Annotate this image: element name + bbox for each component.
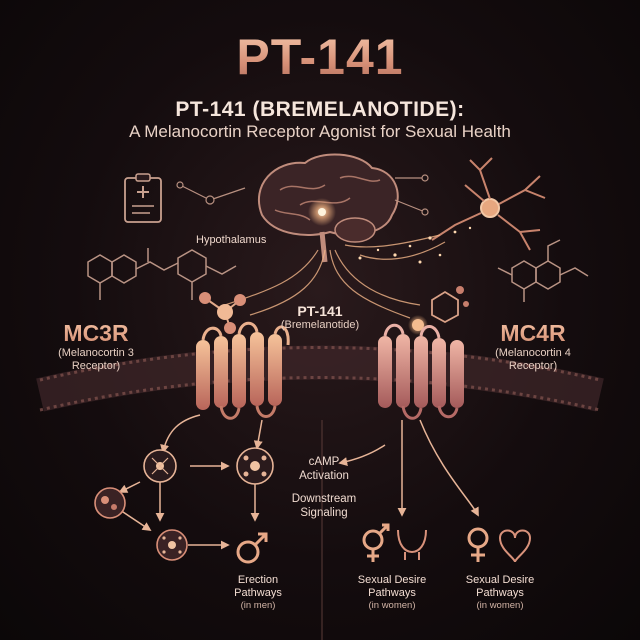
mc3r-desc-line2: Receptor)	[71, 360, 121, 372]
mc4r-name: MC4R	[470, 320, 596, 347]
pathway-title-line1: Sexual Desire	[465, 574, 535, 586]
subtitle-secondary: A Melanocortin Receptor Agonist for Sexu…	[129, 122, 511, 141]
left-chemical-structure	[87, 248, 237, 300]
pathway-audience: (in women)	[476, 600, 524, 611]
pathway-audience: (in women)	[368, 600, 416, 611]
camp-line: cAMP	[308, 456, 340, 468]
pathway-erection: Erection Pathways (in men)	[210, 574, 306, 611]
subtitle-primary: PT-141 (BREMELANOTIDE):	[175, 98, 465, 121]
downstream-signaling-text: Downstream Signaling	[276, 492, 372, 520]
clipboard-icon	[124, 173, 162, 223]
signaling-line: Signaling	[300, 507, 348, 519]
molecule-left-icon	[199, 292, 246, 334]
pathway-desire-center: Sexual Desire Pathways (in women)	[342, 574, 442, 611]
neuron-icon	[431, 157, 546, 251]
molecule-right-icon	[408, 286, 469, 335]
mc4r-desc-line2: Receptor)	[508, 360, 558, 372]
drug-alias: (Bremelanotide)	[280, 319, 360, 331]
hypothalamus-label: Hypothalamus	[196, 234, 267, 246]
main-title: PT-141	[0, 28, 640, 86]
signal-node-left-icon	[143, 449, 177, 483]
sparkles	[358, 226, 472, 264]
pathway-title-line2: Pathways	[368, 587, 416, 599]
mc4r-receptor-helices	[378, 323, 464, 420]
right-chemical-structure	[497, 239, 589, 302]
drug-name: PT-141	[297, 303, 343, 319]
pathway-title-line2: Pathways	[476, 587, 524, 599]
downstream-line: Downstream	[291, 493, 357, 505]
cell-membrane	[36, 345, 604, 412]
cell-vesicle-icon	[94, 487, 126, 519]
mc3r-desc-line1: (Melanocortin 3	[58, 347, 134, 359]
female-male-symbol-icon	[362, 523, 427, 562]
female-symbol-icon	[467, 527, 532, 563]
pathway-desire-right: Sexual Desire Pathways (in women)	[450, 574, 550, 611]
cell-target-icon	[156, 529, 188, 561]
mc4r-label: MC4R (Melanocortin 4 Receptor)	[470, 320, 596, 373]
pathway-title-line2: Pathways	[234, 587, 282, 599]
activation-line: Activation	[299, 470, 349, 482]
brain-icon	[257, 153, 399, 263]
camp-activation-text: cAMP Activation	[282, 455, 366, 483]
male-symbol-icon	[236, 532, 268, 564]
mc3r-receptor-helices	[196, 321, 290, 420]
mc3r-name: MC3R	[36, 320, 156, 347]
mc3r-label: MC3R (Melanocortin 3 Receptor)	[36, 320, 156, 373]
drug-label: PT-141 (Bremelanotide)	[270, 303, 370, 331]
pathway-title-line1: Erection	[237, 574, 279, 586]
signal-arrows	[118, 414, 479, 550]
mc4r-desc-line1: (Melanocortin 4	[495, 347, 571, 359]
signal-node-center-icon	[236, 447, 274, 485]
network-nodes-icon	[176, 174, 429, 216]
pathway-audience: (in men)	[240, 600, 276, 611]
pathway-title-line1: Sexual Desire	[357, 574, 427, 586]
